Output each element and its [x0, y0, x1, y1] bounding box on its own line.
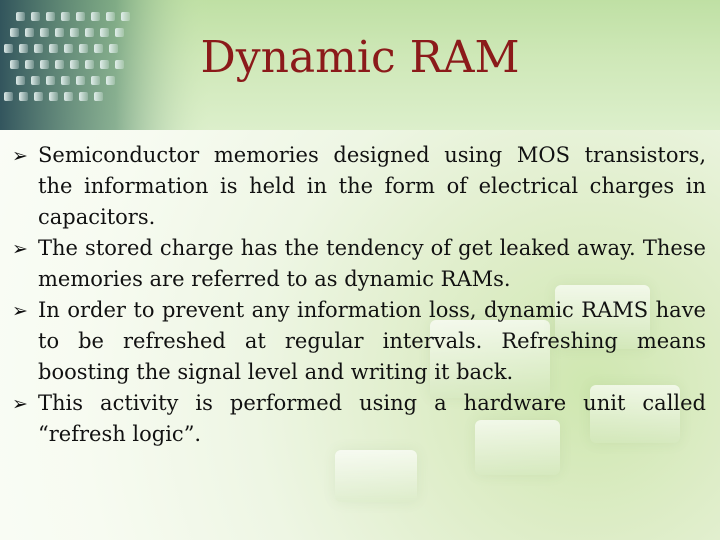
bullet-text: Semiconductor memories designed using MO…: [38, 143, 706, 229]
bullet-item: ➢ Semiconductor memories designed using …: [12, 140, 706, 233]
bullet-list: ➢ Semiconductor memories designed using …: [12, 140, 706, 450]
arrow-bullet-icon: ➢: [12, 393, 28, 415]
bullet-item: ➢ In order to prevent any information lo…: [12, 295, 706, 388]
arrow-bullet-icon: ➢: [12, 145, 28, 167]
slide-title: Dynamic RAM: [200, 32, 520, 83]
arrow-bullet-icon: ➢: [12, 300, 28, 322]
bullet-text: The stored charge has the tendency of ge…: [38, 236, 706, 291]
bullet-item: ➢ This activity is performed using a har…: [12, 388, 706, 450]
chip-board-icon: [0, 0, 210, 130]
header-band: Dynamic RAM: [0, 0, 720, 130]
bullet-item: ➢ The stored charge has the tendency of …: [12, 233, 706, 295]
arrow-bullet-icon: ➢: [12, 238, 28, 260]
bullet-text: In order to prevent any information loss…: [38, 298, 706, 384]
slide-content: ➢ Semiconductor memories designed using …: [12, 140, 706, 524]
bullet-text: This activity is performed using a hardw…: [38, 391, 706, 446]
